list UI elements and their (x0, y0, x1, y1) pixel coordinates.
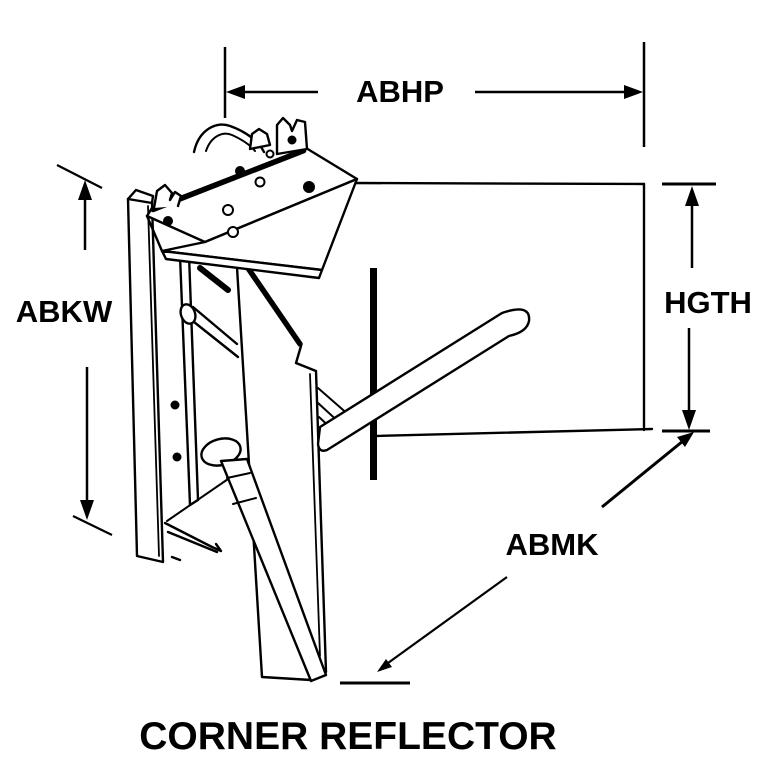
abhp-arrow-left (226, 85, 318, 99)
horizontal-rod (316, 308, 531, 452)
center-rod (370, 268, 377, 480)
abkw-tick-bottom (72, 515, 113, 536)
bolt-hole (172, 452, 182, 462)
corner-reflector-drawing (126, 116, 654, 683)
bracket-underside (160, 249, 324, 280)
hgth-label: HGTH (664, 285, 752, 320)
hgth-arrow-up (685, 186, 699, 268)
mast-channel (126, 197, 165, 564)
abkw-arrow-down (80, 367, 94, 520)
abkw-arrow-up (78, 180, 92, 250)
bracket-hole (287, 135, 297, 145)
bracket-hole (222, 204, 234, 216)
reflector-face-outline-bottom (372, 427, 654, 438)
bolt-hole (170, 400, 180, 410)
mast-upright (170, 253, 200, 507)
callout-abmk: ABMK (340, 527, 600, 685)
foot-brace (166, 476, 232, 522)
figure-caption: CORNER REFLECTOR (139, 715, 556, 758)
bracket-hole (227, 226, 239, 238)
reflector-face-outline (346, 181, 654, 438)
dim-abkw: ABKW (16, 164, 113, 536)
bracket-left-tabs (152, 183, 183, 210)
bracket-hole (254, 176, 266, 188)
bracket-hole (303, 181, 315, 193)
channel-foot (163, 521, 223, 562)
reflector-face-outline-top (346, 181, 646, 186)
lower-rod (200, 437, 328, 683)
mounting-bracket (145, 116, 359, 280)
abmk-label: ABMK (506, 527, 600, 562)
cross-brace (179, 265, 240, 359)
abhp-label: ABHP (356, 74, 444, 109)
abmk-leader-arrow (377, 576, 508, 672)
bracket-hole (265, 149, 275, 159)
hgth-arrow-down (682, 328, 696, 430)
abkw-tick-top (56, 164, 103, 189)
abhp-arrow-right (475, 85, 643, 99)
dim-abhp: ABHP (223, 42, 646, 147)
hgth-corner-arrow (601, 432, 694, 509)
bracket-middle-tab (248, 127, 272, 151)
bracket-hole (163, 216, 173, 226)
dim-hgth: HGTH (601, 182, 752, 509)
mast-channel-cap (126, 188, 155, 205)
abkw-label: ABKW (16, 294, 113, 329)
mast-channel-lip (147, 205, 160, 557)
bracket-hole (235, 166, 245, 176)
